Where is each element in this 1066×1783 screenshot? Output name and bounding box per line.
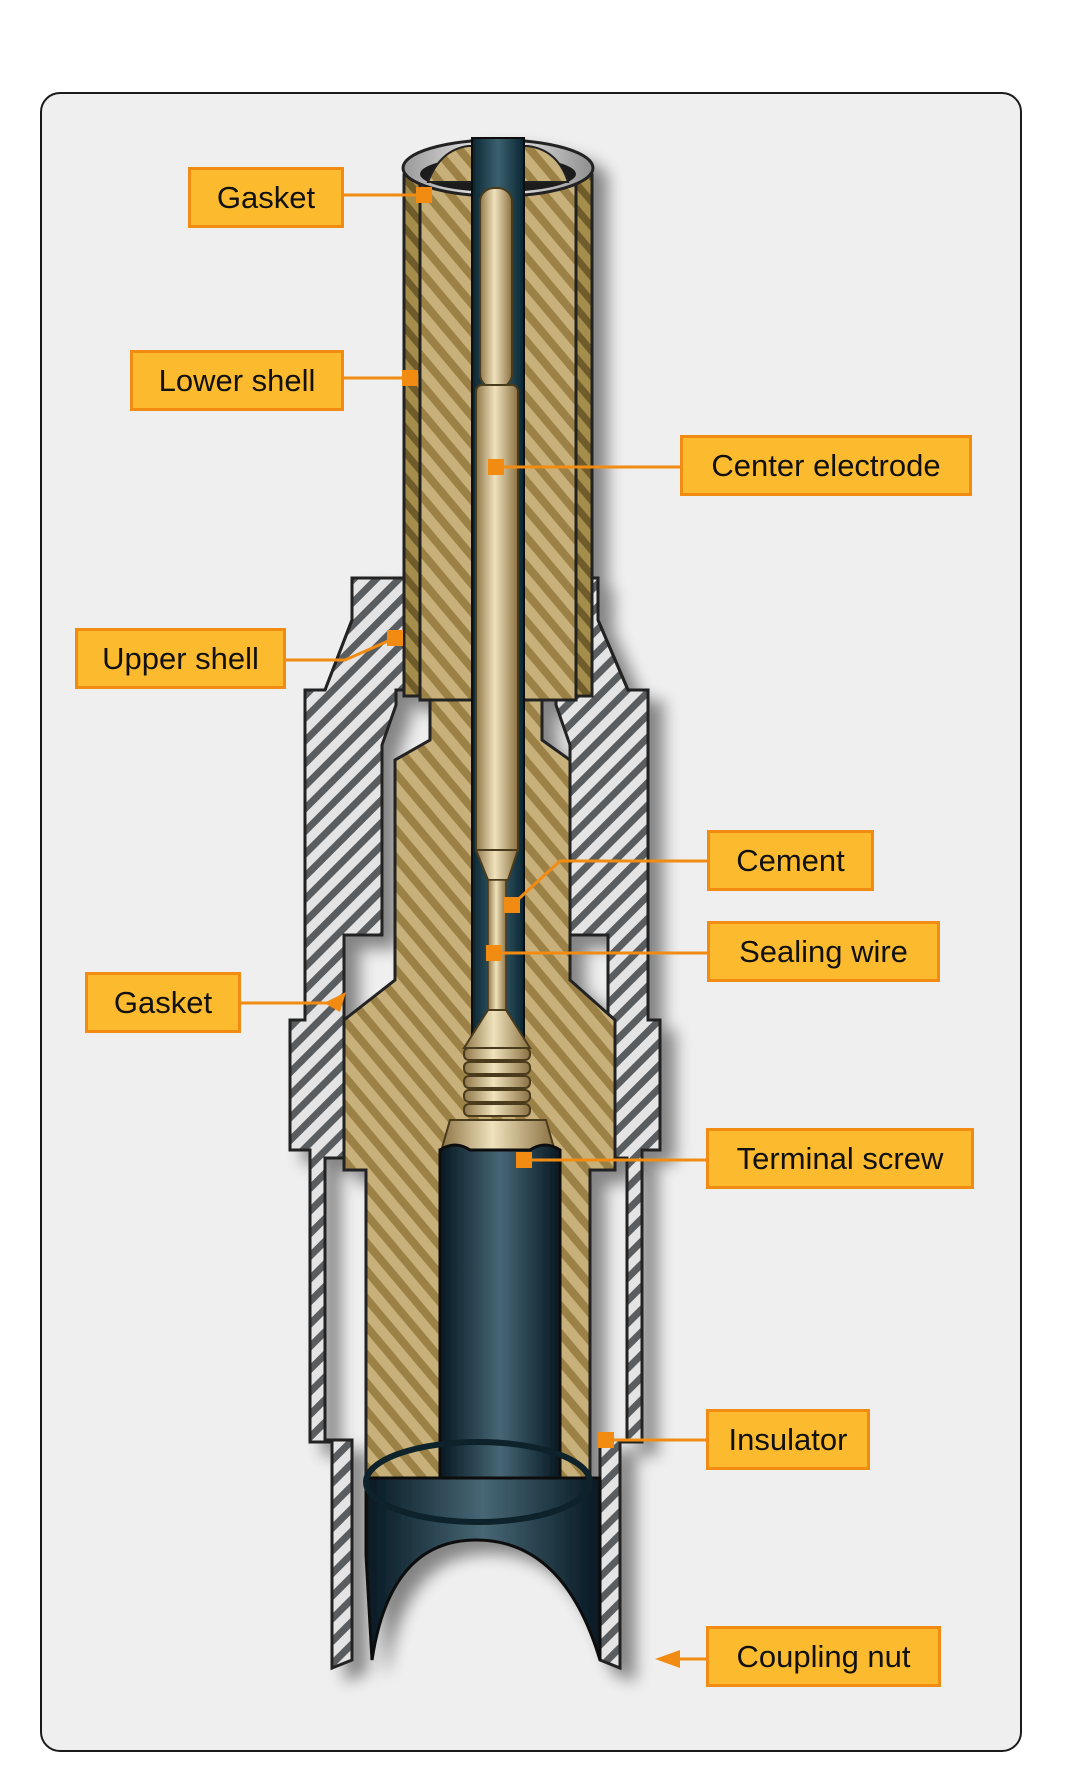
electrode-top bbox=[479, 187, 513, 389]
marker-lower-shell bbox=[402, 370, 418, 386]
lower-shell-left bbox=[402, 173, 422, 698]
marker-upper-shell bbox=[387, 630, 403, 646]
marker-center-electrode bbox=[488, 459, 504, 475]
bore-opening bbox=[364, 1476, 602, 1661]
label-lower-shell: Lower shell bbox=[130, 350, 344, 411]
label-insulator: Insulator bbox=[706, 1409, 870, 1470]
label-gasket-top: Gasket bbox=[188, 167, 344, 228]
marker-terminal-screw bbox=[516, 1152, 532, 1168]
label-upper-shell: Upper shell bbox=[75, 628, 286, 689]
marker-gasket-top bbox=[416, 187, 432, 203]
terminal-screw-cone bbox=[462, 1009, 532, 1049]
shell-outline-right bbox=[596, 619, 662, 1668]
label-sealing-wire: Sealing wire bbox=[707, 921, 940, 982]
marker-sealing-wire bbox=[486, 945, 502, 961]
arrow-coupling-nut bbox=[655, 1650, 680, 1668]
leader-upper-shell bbox=[284, 636, 396, 662]
label-gasket-middle: Gasket bbox=[85, 972, 241, 1033]
label-cement: Cement bbox=[707, 830, 874, 891]
label-coupling-nut: Coupling nut bbox=[706, 1626, 941, 1687]
electrode-main bbox=[475, 384, 519, 856]
leader-cement bbox=[510, 859, 716, 907]
marker-insulator bbox=[598, 1432, 614, 1448]
shell-outline-left bbox=[288, 619, 354, 1668]
terminal-screw-thread bbox=[463, 1047, 531, 1117]
lower-shell-right bbox=[574, 173, 594, 698]
leader-markers bbox=[324, 187, 680, 1668]
label-center-electrode: Center electrode bbox=[680, 435, 972, 496]
bore-inner-ring bbox=[363, 1439, 593, 1525]
electrode-taper bbox=[474, 849, 520, 881]
label-terminal-screw: Terminal screw bbox=[706, 1128, 974, 1189]
marker-cement bbox=[504, 897, 520, 913]
arrow-gasket-middle bbox=[324, 992, 346, 1012]
leader-lines bbox=[240, 193, 716, 1661]
wide-bore bbox=[438, 1143, 562, 1480]
